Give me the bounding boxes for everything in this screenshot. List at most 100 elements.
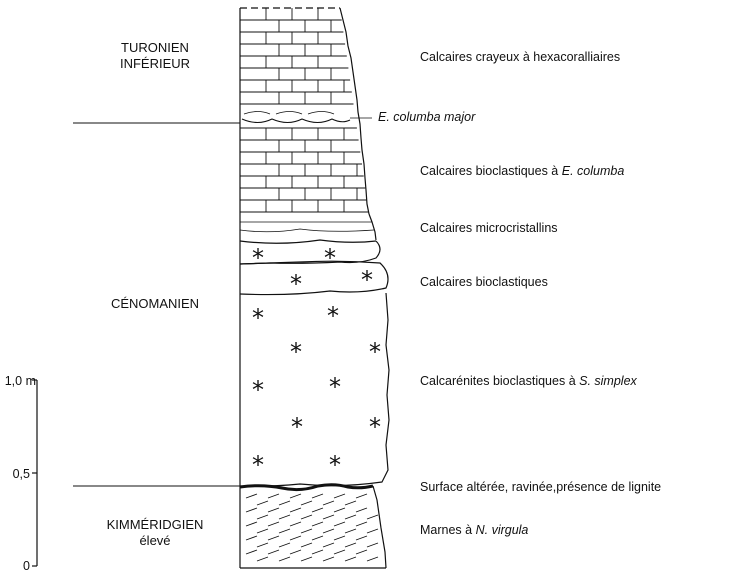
fossil-star-symbol: * bbox=[252, 304, 264, 332]
marl-dash bbox=[268, 494, 279, 498]
fossil-star-symbol: * bbox=[290, 270, 302, 298]
fossil-star-symbol: * bbox=[327, 302, 339, 330]
scale-bar bbox=[32, 380, 37, 566]
marl-dash bbox=[323, 543, 334, 547]
stage-kimmeridgien-line1: KIMMÉRIDGIEN bbox=[100, 517, 210, 533]
marl-dash bbox=[323, 529, 334, 533]
marl-dash bbox=[268, 522, 279, 526]
marl-dash bbox=[279, 543, 290, 547]
marl-dash bbox=[279, 515, 290, 519]
marl-dash bbox=[301, 501, 312, 505]
marl-dash bbox=[323, 515, 334, 519]
marl-dash bbox=[290, 522, 301, 526]
stage-turonien-line2: INFÉRIEUR bbox=[100, 56, 210, 72]
label-bioclastiques-columba-species: E. columba bbox=[562, 164, 625, 178]
marl-dash bbox=[301, 557, 312, 561]
marl-dash bbox=[246, 522, 257, 526]
marl-dash bbox=[323, 557, 334, 561]
marl-dash bbox=[312, 494, 323, 498]
marl-dash bbox=[367, 529, 378, 533]
label-calcaires-crayeux: Calcaires crayeux à hexacoralliaires bbox=[420, 51, 620, 64]
scale-label-mid: 0,5 bbox=[0, 467, 30, 481]
marl-dash bbox=[356, 550, 367, 554]
label-calcarenites: Calcarénites bioclastiques à S. simplex bbox=[420, 375, 637, 388]
marl-dash bbox=[356, 522, 367, 526]
label-calcaires-bioclastiques-columba: Calcaires bioclastiques à E. columba bbox=[420, 165, 624, 178]
label-marnes-species: N. virgula bbox=[476, 523, 529, 537]
scale-label-top: 1,0 m bbox=[0, 374, 36, 388]
marl-dash bbox=[345, 557, 356, 561]
stage-kimmeridgien: KIMMÉRIDGIEN élevé bbox=[100, 517, 210, 550]
marl-dash bbox=[290, 536, 301, 540]
marl-dash bbox=[334, 522, 345, 526]
fossil-star-symbol: * bbox=[252, 376, 264, 404]
marl-dash bbox=[367, 543, 378, 547]
marl-dash bbox=[312, 550, 323, 554]
fossil-star-symbol: * bbox=[369, 338, 381, 366]
marl-dash bbox=[345, 529, 356, 533]
marl-dash bbox=[301, 515, 312, 519]
marl-dash bbox=[246, 508, 257, 512]
marl-dash bbox=[290, 494, 301, 498]
label-bioclastiques-columba-prefix: Calcaires bioclastiques à bbox=[420, 164, 558, 178]
brick-pattern bbox=[240, 8, 369, 212]
fossil-star-symbol: * bbox=[329, 373, 341, 401]
label-calcaires-bioclastiques: Calcaires bioclastiques bbox=[420, 276, 548, 289]
fossil-star-symbol: * bbox=[290, 338, 302, 366]
marl-dash bbox=[356, 536, 367, 540]
label-calcaires-microcristallins: Calcaires microcristallins bbox=[420, 222, 558, 235]
fossil-star-symbol: * bbox=[324, 244, 336, 272]
label-columba-major: E. columba major bbox=[378, 111, 475, 124]
marl-dash bbox=[246, 550, 257, 554]
marl-dash bbox=[356, 494, 367, 498]
marl-dash bbox=[312, 522, 323, 526]
fossil-star-symbol: * bbox=[369, 413, 381, 441]
fossil-star-symbol: * bbox=[252, 244, 264, 272]
marl-dash bbox=[334, 508, 345, 512]
marl-dash bbox=[345, 543, 356, 547]
marl-dash bbox=[279, 529, 290, 533]
marl-dash bbox=[334, 494, 345, 498]
marl-dash bbox=[257, 529, 268, 533]
marl-dash bbox=[268, 536, 279, 540]
marl-dash bbox=[257, 557, 268, 561]
marl-dash bbox=[312, 536, 323, 540]
stage-turonien: TURONIEN INFÉRIEUR bbox=[100, 40, 210, 73]
marl-dash bbox=[312, 508, 323, 512]
fossil-star-symbol: * bbox=[252, 451, 264, 479]
marl-dash bbox=[334, 536, 345, 540]
label-calcarenites-species: S. simplex bbox=[579, 374, 637, 388]
marl-dash bbox=[345, 501, 356, 505]
marl-dash bbox=[323, 501, 334, 505]
stage-cenomanien: CÉNOMANIEN bbox=[100, 296, 210, 312]
marl-dash bbox=[367, 557, 378, 561]
marl-dash bbox=[290, 508, 301, 512]
marl-dash-pattern bbox=[246, 494, 378, 561]
marl-dash bbox=[268, 508, 279, 512]
stage-turonien-line1: TURONIEN bbox=[100, 40, 210, 56]
fossil-star-symbol: * bbox=[291, 413, 303, 441]
marl-dash bbox=[279, 501, 290, 505]
marl-dash bbox=[257, 515, 268, 519]
marl-dash bbox=[345, 515, 356, 519]
label-marnes-prefix: Marnes à bbox=[420, 523, 472, 537]
marl-dash bbox=[246, 536, 257, 540]
marl-dash bbox=[279, 557, 290, 561]
marl-dash bbox=[257, 543, 268, 547]
fossil-star-symbol: * bbox=[329, 451, 341, 479]
label-surface-alteree: Surface altérée, ravinée,présence de lig… bbox=[420, 481, 661, 494]
stage-kimmeridgien-line2: élevé bbox=[100, 533, 210, 549]
marl-dash bbox=[301, 543, 312, 547]
marl-dash bbox=[334, 550, 345, 554]
marl-dash bbox=[290, 550, 301, 554]
label-marnes: Marnes à N. virgula bbox=[420, 524, 528, 537]
marl-dash bbox=[246, 494, 257, 498]
marl-dash bbox=[268, 550, 279, 554]
scale-label-bottom: 0 bbox=[0, 559, 30, 573]
label-calcarenites-prefix: Calcarénites bioclastiques à bbox=[420, 374, 576, 388]
marl-dash bbox=[257, 501, 268, 505]
marl-dash bbox=[356, 508, 367, 512]
marl-dash bbox=[301, 529, 312, 533]
marl-dash bbox=[367, 515, 378, 519]
fossil-star-symbol: * bbox=[361, 266, 373, 294]
